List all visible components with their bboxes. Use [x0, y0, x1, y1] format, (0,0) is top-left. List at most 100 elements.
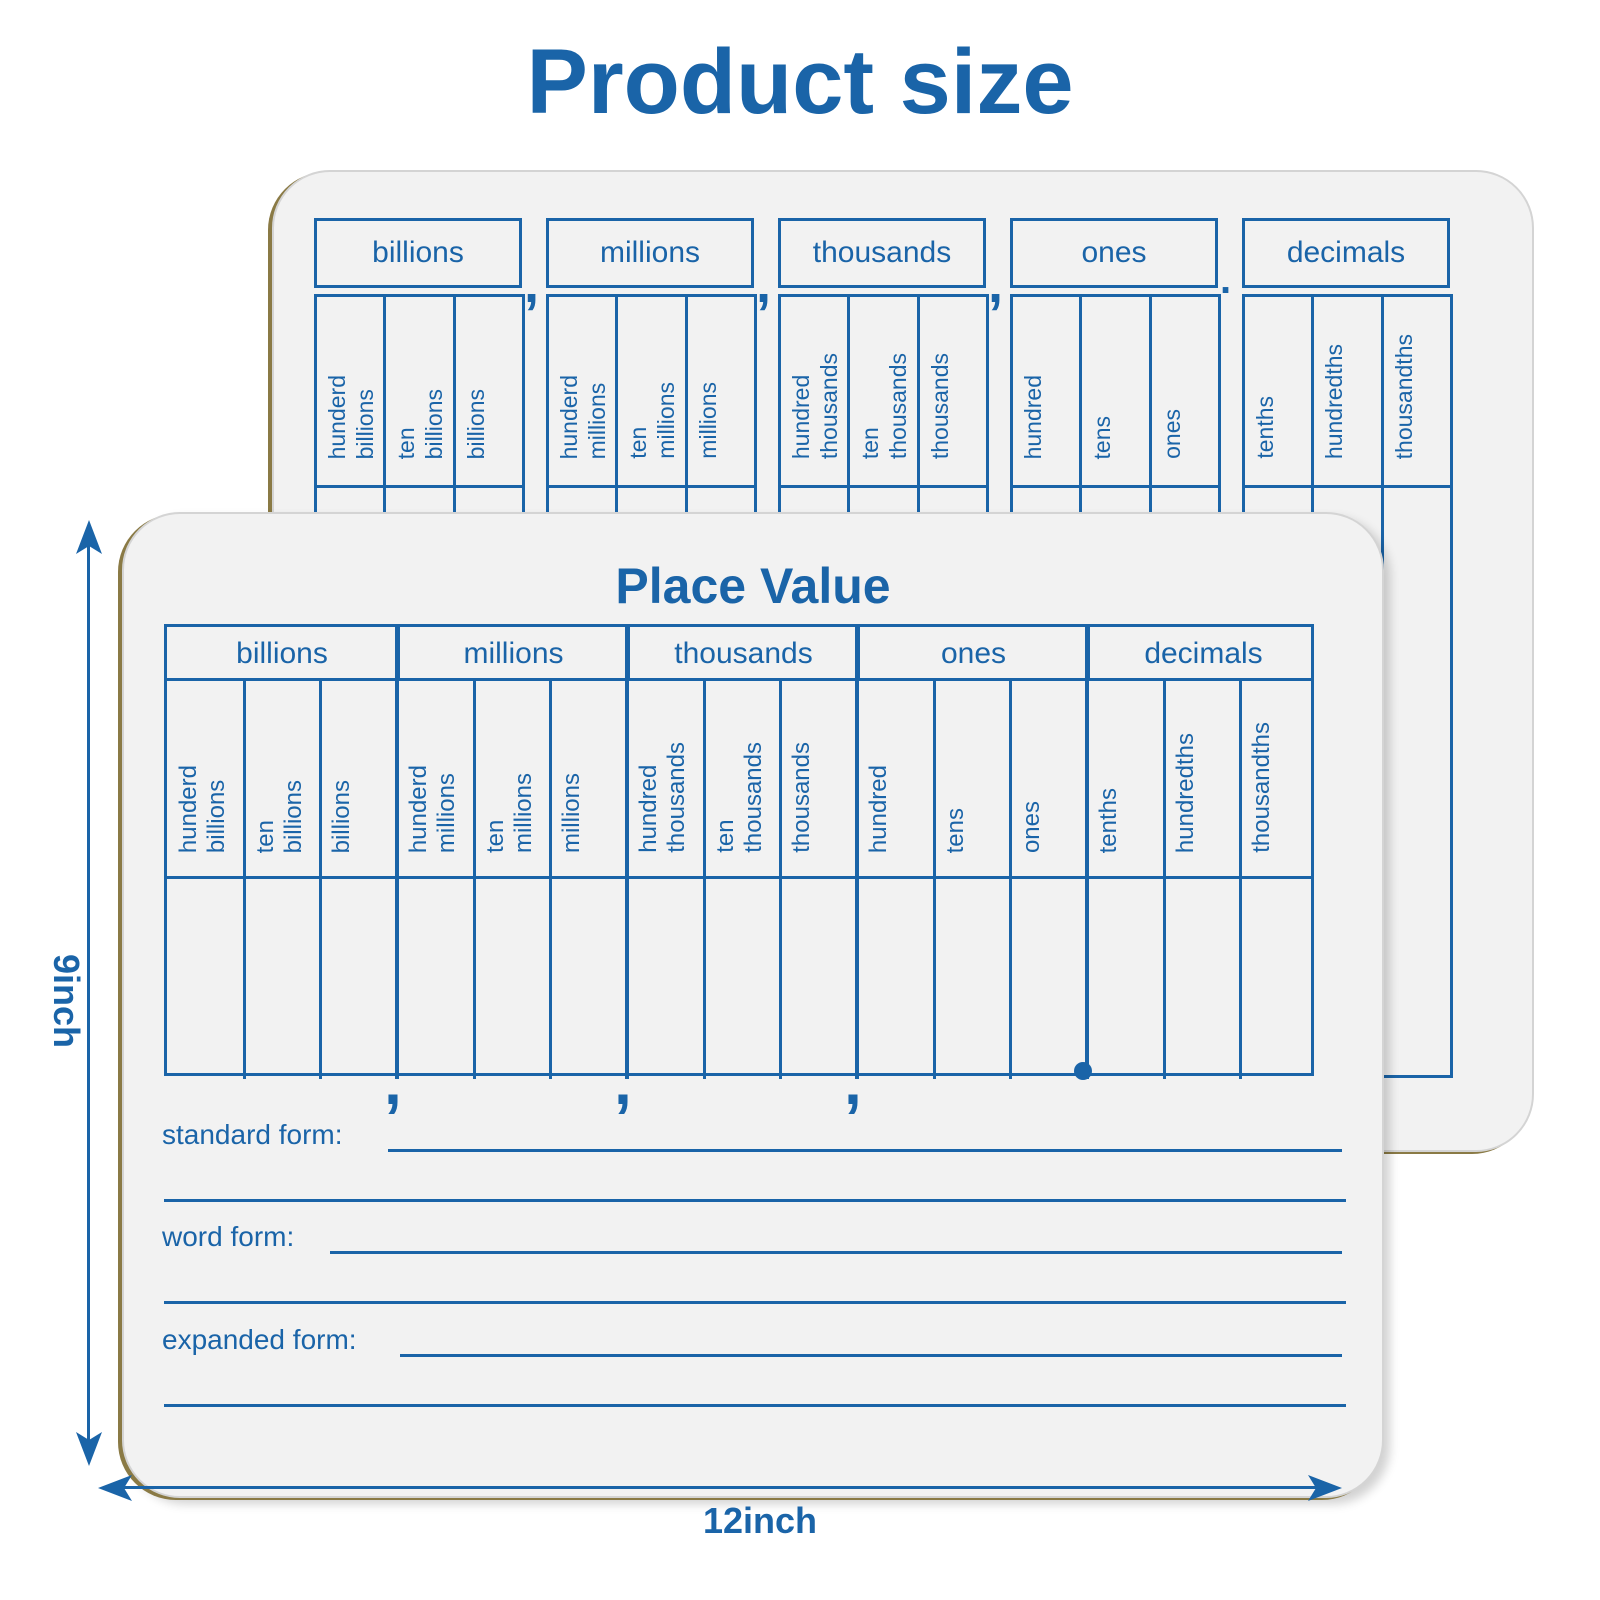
group-header: ones	[857, 627, 1087, 681]
place-value-table: billions millions thousands ones decimals hun…	[164, 624, 1317, 1079]
back-column-label: hunderd millions	[556, 374, 610, 459]
digit-separator: ,	[384, 1046, 402, 1118]
form-line	[330, 1251, 1342, 1254]
page-title: Product size	[526, 31, 1074, 133]
column-divider	[319, 681, 323, 1079]
digit-cell	[627, 879, 704, 1073]
digit-cell	[1087, 879, 1164, 1073]
column-label: tens	[941, 807, 969, 853]
back-column-label: ones	[1158, 409, 1185, 459]
column-divider	[1239, 681, 1243, 1079]
back-group-header: ones	[1010, 218, 1218, 288]
digit-cell	[550, 879, 627, 1073]
form-line	[388, 1149, 1342, 1152]
column-divider	[932, 681, 936, 1079]
digit-cell	[474, 879, 551, 1073]
back-group-header: decimals	[1242, 218, 1450, 288]
group-label: decimals	[1144, 637, 1263, 670]
digit-cell	[167, 879, 244, 1073]
back-column-divider	[919, 485, 986, 488]
form-line	[400, 1354, 1342, 1357]
column-divider	[779, 681, 783, 1079]
back-column-divider	[549, 485, 616, 488]
column-divider	[549, 681, 553, 1079]
column-label: tenths	[1095, 787, 1122, 853]
column-divider	[472, 681, 476, 1079]
height-label: 9inch	[46, 953, 87, 1049]
column-divider	[242, 681, 246, 1079]
back-column-divider	[618, 485, 685, 488]
digit-cell	[934, 879, 1011, 1073]
back-column-label: thousandths	[1390, 333, 1417, 459]
column-label: hundred	[865, 764, 892, 853]
back-column-label: tens	[1089, 415, 1116, 459]
group-divider	[395, 627, 399, 1079]
form-label: word form:	[162, 1221, 295, 1252]
column-divider	[1009, 681, 1013, 1079]
back-group-header: billions	[314, 218, 522, 288]
digit-cell	[1240, 879, 1317, 1073]
back-column-label: ten billions	[393, 388, 448, 459]
group-label: millions	[463, 637, 564, 670]
back-column-divider	[1082, 485, 1149, 488]
back-group-label: ones	[1081, 236, 1147, 269]
board-heading: Place Value	[615, 558, 891, 614]
back-column-divider	[386, 485, 453, 488]
back-column-divider	[1151, 485, 1218, 488]
column-divider	[702, 681, 706, 1079]
column-label: ten millions	[481, 772, 537, 853]
group-header: thousands	[627, 627, 857, 681]
back-column-divider	[455, 485, 522, 488]
width-arrow-line	[120, 1486, 1320, 1489]
column-label: hunderd billions	[175, 764, 230, 853]
group-label: thousands	[674, 637, 813, 670]
column-label: ten billions	[251, 779, 307, 853]
back-separator: ,	[524, 254, 540, 314]
digit-separator: ,	[614, 1046, 632, 1118]
back-column-label: hundredths	[1321, 343, 1348, 459]
column-label: hundred thousands	[635, 742, 690, 853]
group-divider	[855, 627, 859, 1079]
header-divider	[167, 678, 1311, 681]
back-column-divider	[850, 485, 917, 488]
group-header: decimals	[1087, 627, 1317, 681]
digit-cell	[244, 879, 321, 1073]
decimal-point	[1074, 1062, 1092, 1080]
width-label: 12inch	[702, 1500, 818, 1541]
digit-cell	[397, 879, 474, 1073]
back-column-divider	[781, 485, 848, 488]
column-label: hundredths	[1171, 732, 1199, 853]
digit-cell	[780, 879, 857, 1073]
column-divider	[1162, 681, 1166, 1079]
back-column-label: hunderd billions	[324, 374, 378, 459]
group-divider	[1085, 627, 1089, 1079]
back-separator: ,	[988, 254, 1004, 314]
back-column: thousandths	[1380, 294, 1453, 1078]
column-label: thousandths	[1248, 722, 1276, 853]
form-label: standard form:	[162, 1119, 343, 1150]
back-column-label: thousands	[926, 352, 953, 459]
front-board: Place Value billions millions thousands one…	[122, 512, 1384, 1498]
column-label: ones	[1018, 800, 1046, 853]
column-label: millions	[558, 772, 586, 853]
column-label: thousands	[788, 742, 816, 853]
form-line-continued	[164, 1404, 1346, 1407]
back-column-label: millions	[694, 382, 721, 459]
height-arrow-line	[87, 540, 90, 1458]
back-group-label: thousands	[812, 236, 952, 269]
arrow-right-icon	[1308, 1475, 1342, 1501]
form-line-continued	[164, 1301, 1346, 1304]
digit-cell	[1164, 879, 1241, 1073]
back-group-label: billions	[372, 236, 464, 269]
back-column-divider	[1013, 485, 1080, 488]
back-column-divider	[1314, 485, 1381, 488]
back-group-label: decimals	[1286, 236, 1406, 269]
label-divider	[167, 876, 1311, 879]
back-column-label: ten thousands	[857, 352, 912, 459]
arrow-down-icon	[76, 1432, 102, 1466]
digit-cell	[857, 879, 934, 1073]
digit-cell	[704, 879, 781, 1073]
group-label: billions	[236, 637, 328, 670]
back-column-label: hundred	[1020, 374, 1046, 459]
back-separator: .	[1220, 258, 1232, 302]
